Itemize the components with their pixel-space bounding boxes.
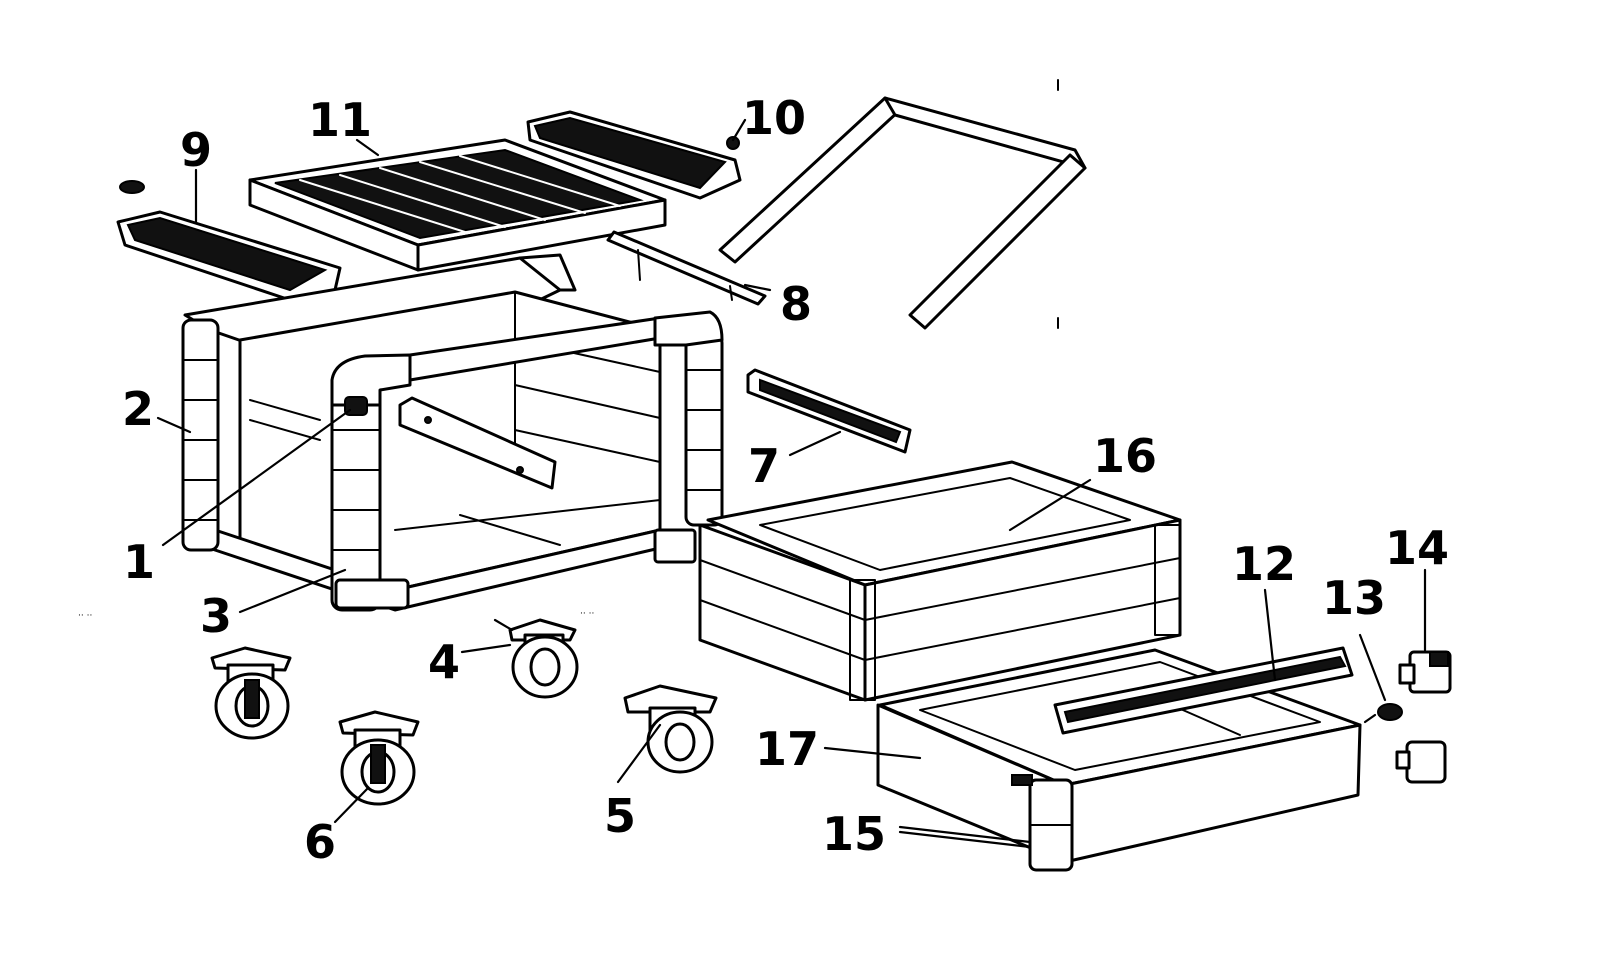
part-key bbox=[1363, 703, 1403, 724]
svg-text:·· ··: ·· ·· bbox=[78, 611, 92, 621]
callout-7: 7 bbox=[748, 439, 780, 493]
callout-2: 2 bbox=[122, 382, 154, 436]
part-main-frame bbox=[181, 253, 724, 612]
part-caster-center bbox=[493, 618, 579, 699]
callout-labels: 1 2 3 4 5 6 7 8 9 10 11 12 13 14 15 16 1… bbox=[122, 91, 1449, 869]
part-caster-front-right bbox=[623, 684, 718, 774]
part-top-tray bbox=[248, 138, 667, 272]
part-lock bbox=[1395, 650, 1452, 784]
callout-15: 15 bbox=[822, 807, 886, 861]
part-drawer-stack bbox=[698, 460, 1182, 702]
callout-8: 8 bbox=[780, 277, 812, 331]
callout-5: 5 bbox=[604, 789, 636, 843]
callout-11: 11 bbox=[308, 93, 372, 147]
callout-3: 3 bbox=[200, 589, 232, 643]
part-push-handle bbox=[718, 79, 1087, 330]
part-side-rail bbox=[746, 368, 912, 454]
callout-16: 16 bbox=[1093, 429, 1157, 483]
svg-text:·· ··: ·· ·· bbox=[580, 609, 594, 619]
callout-1: 1 bbox=[123, 535, 155, 589]
callout-14: 14 bbox=[1385, 521, 1449, 575]
callout-12: 12 bbox=[1232, 537, 1296, 591]
part-caster-front-left bbox=[338, 710, 420, 806]
callout-4: 4 bbox=[428, 635, 460, 689]
part-rear-bar bbox=[606, 230, 767, 306]
callout-17: 17 bbox=[755, 722, 819, 776]
part-right-side-tray bbox=[526, 110, 742, 200]
callout-9: 9 bbox=[180, 123, 212, 177]
callout-13: 13 bbox=[1322, 571, 1386, 625]
callout-10: 10 bbox=[742, 91, 806, 145]
leader-lines bbox=[156, 118, 1427, 849]
part-caster-rear-left bbox=[210, 646, 292, 740]
callout-6: 6 bbox=[304, 815, 336, 869]
